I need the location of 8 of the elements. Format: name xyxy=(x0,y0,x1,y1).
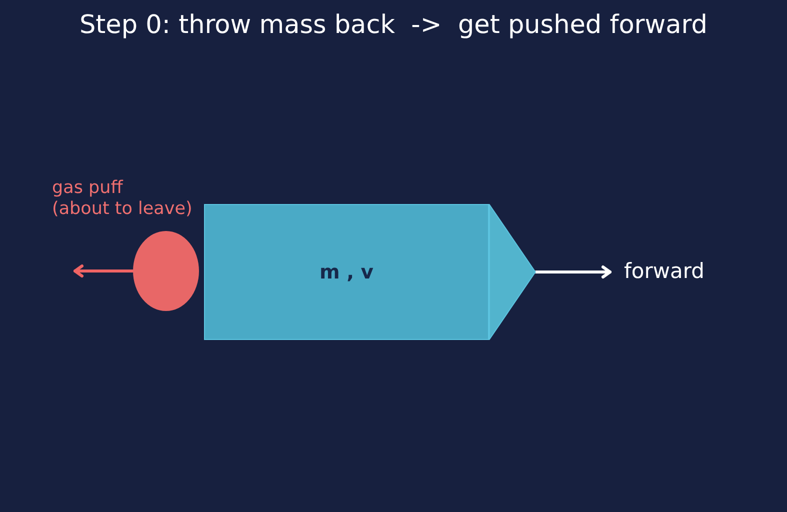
title: Step 0: throw mass back -> get pushed forward xyxy=(80,9,708,41)
rocket-body xyxy=(204,204,489,340)
gas-puff-ellipse xyxy=(133,231,199,311)
node-caption: gas puff (about to leave) xyxy=(52,178,192,220)
node-label: m , v xyxy=(320,260,374,284)
arrow xyxy=(534,266,612,278)
arrow-label: forward xyxy=(624,258,705,284)
arrow xyxy=(74,264,134,278)
